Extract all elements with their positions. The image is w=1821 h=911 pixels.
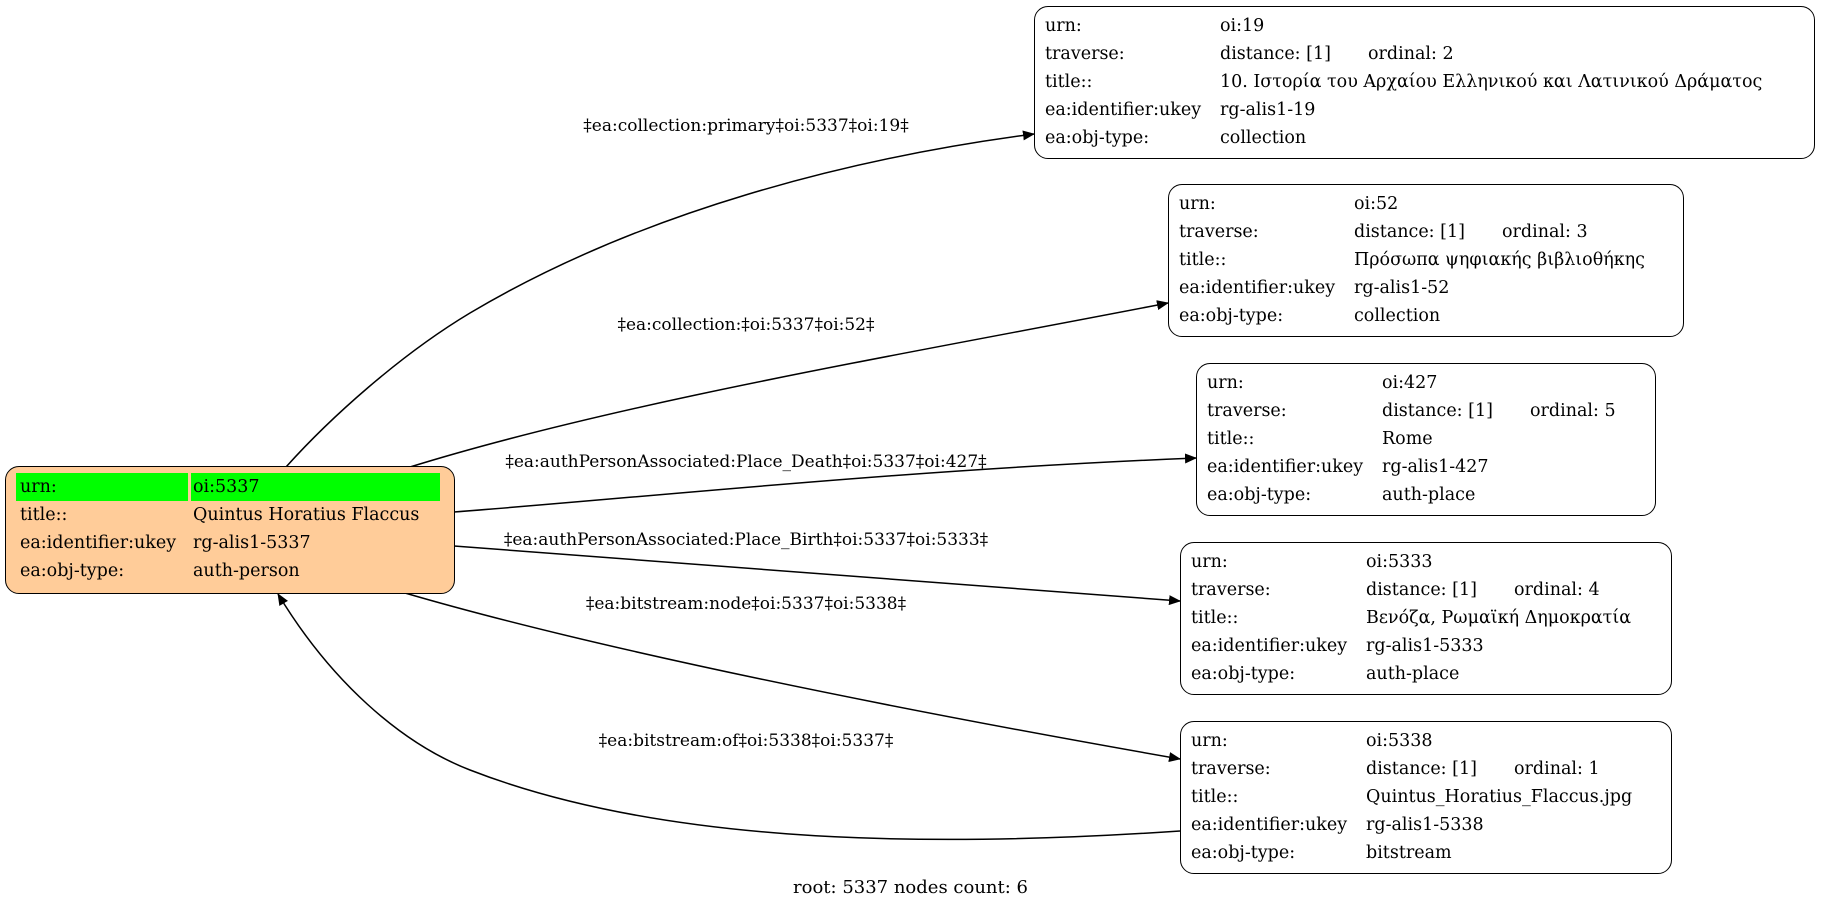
distance-value: distance: [1] (1220, 44, 1331, 64)
root-title-value: Quintus Horatius Flaccus (193, 505, 420, 525)
ukey-value: rg-alis1-427 (1382, 457, 1489, 477)
title-label: title:: (1191, 787, 1239, 807)
distance-value: distance: [1] (1382, 401, 1493, 421)
edge-label-place-death: ‡ea:authPersonAssociated:Place_Death‡oi:… (505, 452, 987, 472)
traverse-label: traverse: (1207, 401, 1287, 421)
distance-value: distance: [1] (1354, 222, 1465, 242)
urn-value: oi:52 (1354, 194, 1399, 214)
root-ukey-row: ea:identifier:ukey rg-alis1-5337 (16, 529, 444, 557)
title-value: 10. Ιστορία του Αρχαίου Ελληνικού και Λα… (1220, 72, 1763, 92)
ukey-value: rg-alis1-5338 (1366, 815, 1484, 835)
ordinal-value: ordinal: 5 (1530, 401, 1616, 421)
ukey-value: rg-alis1-19 (1220, 100, 1316, 120)
traverse-label: traverse: (1045, 44, 1125, 64)
objtype-label: ea:obj-type: (1191, 664, 1296, 684)
root-objtype-label: ea:obj-type: (20, 561, 125, 581)
title-label: title:: (1179, 250, 1227, 270)
root-ukey-label: ea:identifier:ukey (20, 533, 177, 553)
traverse-label: traverse: (1179, 222, 1259, 242)
title-label: title:: (1207, 429, 1255, 449)
root-urn-value: oi:5337 (191, 473, 440, 501)
root-ukey-value: rg-alis1-5337 (193, 533, 311, 553)
root-objtype-row: ea:obj-type: auth-person (16, 557, 444, 585)
ukey-label: ea:identifier:ukey (1191, 636, 1348, 656)
ordinal-value: ordinal: 3 (1502, 222, 1588, 242)
root-node[interactable]: urn: oi:5337 title:: Quintus Horatius Fl… (5, 466, 455, 594)
root-urn-label: urn: (16, 473, 188, 501)
objtype-value: auth-place (1382, 485, 1476, 505)
objtype-value: collection (1354, 306, 1441, 326)
ukey-value: rg-alis1-52 (1354, 278, 1450, 298)
urn-label: urn: (1207, 373, 1244, 393)
edge-bitstream-of (277, 593, 1181, 841)
edge-label-bitstream-node: ‡ea:bitstream:node‡oi:5337‡oi:5338‡ (586, 594, 907, 614)
ukey-value: rg-alis1-5333 (1366, 636, 1484, 656)
objtype-label: ea:obj-type: (1179, 306, 1284, 326)
distance-value: distance: [1] (1366, 759, 1477, 779)
objtype-value: bitstream (1366, 843, 1452, 863)
node-oi-5338[interactable]: urn: oi:5338 traverse: distance: [1] ordina… (1180, 721, 1672, 874)
edge-label-bitstream-of: ‡ea:bitstream:of‡oi:5338‡oi:5337‡ (599, 731, 894, 751)
urn-label: urn: (1179, 194, 1216, 214)
title-value: Πρόσωπα ψηφιακής βιβλιοθήκης (1354, 250, 1645, 270)
ordinal-value: ordinal: 1 (1514, 759, 1600, 779)
title-label: title:: (1045, 72, 1093, 92)
urn-value: oi:5333 (1366, 552, 1433, 572)
objtype-label: ea:obj-type: (1045, 128, 1150, 148)
urn-label: urn: (1045, 16, 1082, 36)
distance-value: distance: [1] (1366, 580, 1477, 600)
urn-value: oi:5338 (1366, 731, 1433, 751)
root-objtype-value: auth-person (193, 561, 300, 581)
edge-place-birth (453, 545, 1181, 606)
ukey-label: ea:identifier:ukey (1191, 815, 1348, 835)
graph-footer: root: 5337 nodes count: 6 (793, 877, 1028, 898)
root-title-row: title:: Quintus Horatius Flaccus (16, 501, 444, 529)
title-value: Rome (1382, 429, 1433, 449)
edge-label-collection: ‡ea:collection:‡oi:5337‡oi:52‡ (617, 315, 875, 335)
objtype-value: auth-place (1366, 664, 1460, 684)
root-urn-row: urn: oi:5337 (16, 473, 444, 501)
title-label: title:: (1191, 608, 1239, 628)
urn-value: oi:427 (1382, 373, 1438, 393)
root-title-label: title:: (20, 505, 68, 525)
edge-label-collection-primary: ‡ea:collection:primary‡oi:5337‡oi:19‡ (583, 116, 909, 136)
node-oi-427[interactable]: urn: oi:427 traverse: distance: [1] ordinal… (1196, 363, 1656, 516)
traverse-label: traverse: (1191, 759, 1271, 779)
title-value: Quintus_Horatius_Flaccus.jpg (1366, 787, 1633, 807)
urn-label: urn: (1191, 731, 1228, 751)
objtype-label: ea:obj-type: (1207, 485, 1312, 505)
node-oi-5333[interactable]: urn: oi:5333 traverse: distance: [1] ordina… (1180, 542, 1672, 695)
edge-place-death (453, 453, 1197, 513)
ordinal-value: ordinal: 4 (1514, 580, 1600, 600)
objtype-value: collection (1220, 128, 1307, 148)
edge-bitstream-node (404, 592, 1181, 763)
ukey-label: ea:identifier:ukey (1179, 278, 1336, 298)
urn-label: urn: (1191, 552, 1228, 572)
edge-collection (409, 300, 1169, 468)
node-oi-52[interactable]: urn: oi:52 traverse: distance: [1] ordinal:… (1168, 184, 1684, 337)
title-value: Βενόζα, Ρωμαϊκή Δημοκρατία (1366, 608, 1632, 628)
traverse-label: traverse: (1191, 580, 1271, 600)
node-oi-19[interactable]: urn: oi:19 traverse: distance: [1] ordinal:… (1034, 6, 1815, 159)
ordinal-value: ordinal: 2 (1368, 44, 1454, 64)
objtype-label: ea:obj-type: (1191, 843, 1296, 863)
ukey-label: ea:identifier:ukey (1207, 457, 1364, 477)
edge-collection-primary (285, 130, 1035, 468)
edge-label-place-birth: ‡ea:authPersonAssociated:Place_Birth‡oi:… (504, 530, 989, 550)
ukey-label: ea:identifier:ukey (1045, 100, 1202, 120)
urn-value: oi:19 (1220, 16, 1265, 36)
